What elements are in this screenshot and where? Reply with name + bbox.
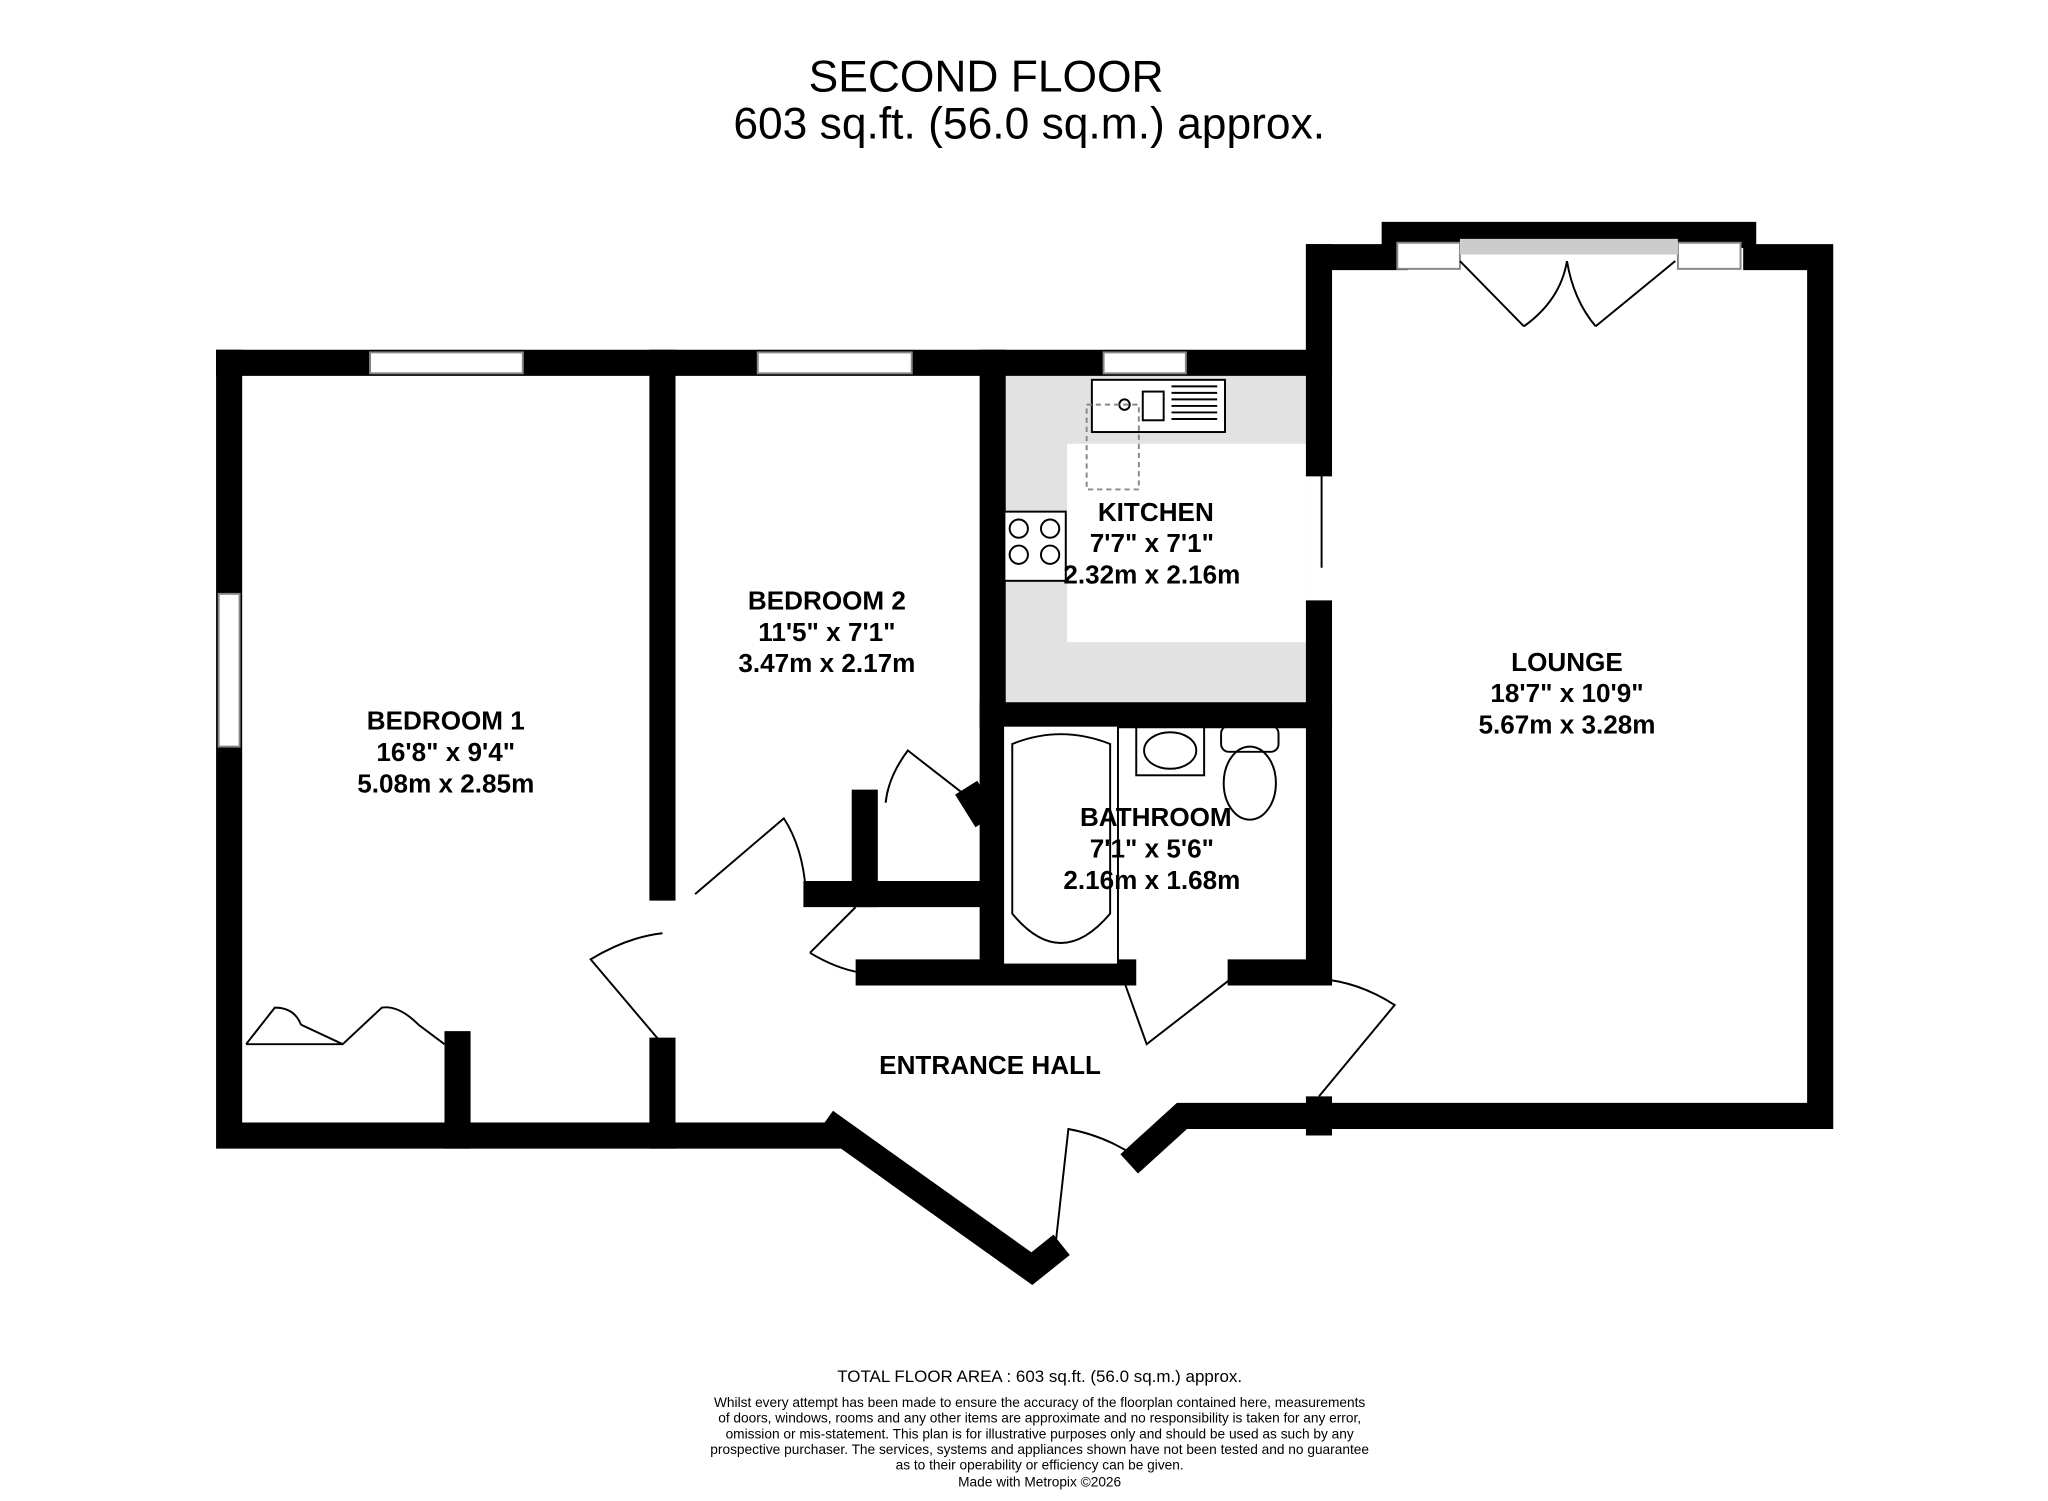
credit: Made with Metropix ©2026 [958, 1475, 1121, 1490]
svg-text:18'7" x 10'9": 18'7" x 10'9" [1490, 678, 1643, 708]
svg-text:prospective purchaser. The ser: prospective purchaser. The services, sys… [710, 1442, 1369, 1457]
svg-text:16'8" x 9'4": 16'8" x 9'4" [376, 737, 515, 767]
svg-text:omission or mis-statement. Thi: omission or mis-statement. This plan is … [726, 1426, 1354, 1441]
room-bathroom: BATHROOM 7'1" x 5'6" 2.16m x 1.68m [1063, 802, 1240, 895]
disclaimer: Whilst every attempt has been made to en… [710, 1395, 1369, 1473]
floor-title: SECOND FLOOR [809, 52, 1164, 101]
svg-text:5.08m x 2.85m: 5.08m x 2.85m [357, 768, 534, 798]
svg-text:LOUNGE: LOUNGE [1511, 647, 1623, 677]
svg-text:2.32m x 2.16m: 2.32m x 2.16m [1063, 559, 1240, 589]
svg-text:Whilst every attempt has been: Whilst every attempt has been made to en… [714, 1395, 1365, 1410]
room-entrance-hall: ENTRANCE HALL [879, 1050, 1101, 1080]
floor-area: 603 sq.ft. (56.0 sq.m.) approx. [733, 99, 1325, 148]
svg-text:KITCHEN: KITCHEN [1098, 497, 1214, 527]
svg-text:7'7" x 7'1": 7'7" x 7'1" [1090, 528, 1214, 558]
total-floor-area: TOTAL FLOOR AREA : 603 sq.ft. (56.0 sq.m… [837, 1367, 1242, 1386]
toilet-icon [1220, 724, 1280, 821]
svg-text:5.67m x 3.28m: 5.67m x 3.28m [1478, 710, 1655, 740]
svg-text:BEDROOM 1: BEDROOM 1 [367, 706, 525, 736]
room-kitchen: KITCHEN 7'7" x 7'1" 2.32m x 2.16m [1063, 497, 1240, 590]
svg-text:as to their operability or eff: as to their operability or efficiency ca… [896, 1458, 1184, 1473]
room-bedroom-2: BEDROOM 2 11'5" x 7'1" 3.47m x 2.17m [738, 586, 915, 679]
svg-text:7'1" x 5'6": 7'1" x 5'6" [1090, 834, 1214, 864]
svg-text:3.47m x 2.17m: 3.47m x 2.17m [738, 648, 915, 678]
kitchen-sink-icon [1085, 378, 1226, 491]
windows [217, 238, 1742, 748]
room-bedroom-1: BEDROOM 1 16'8" x 9'4" 5.08m x 2.85m [357, 706, 534, 799]
basin-icon [1135, 724, 1206, 777]
walls [216, 221, 1834, 1286]
bath-icon [1002, 724, 1119, 966]
svg-text:11'5" x 7'1": 11'5" x 7'1" [758, 617, 895, 647]
svg-text:2.16m x 1.68m: 2.16m x 1.68m [1063, 865, 1240, 895]
hob-icon [1003, 510, 1067, 582]
svg-text:of doors, windows, rooms and a: of doors, windows, rooms and any other i… [718, 1411, 1361, 1426]
svg-text:BEDROOM 2: BEDROOM 2 [748, 586, 906, 616]
svg-text:BATHROOM: BATHROOM [1080, 802, 1232, 832]
doors [245, 260, 1676, 1247]
room-lounge: LOUNGE 18'7" x 10'9" 5.67m x 3.28m [1478, 647, 1655, 740]
